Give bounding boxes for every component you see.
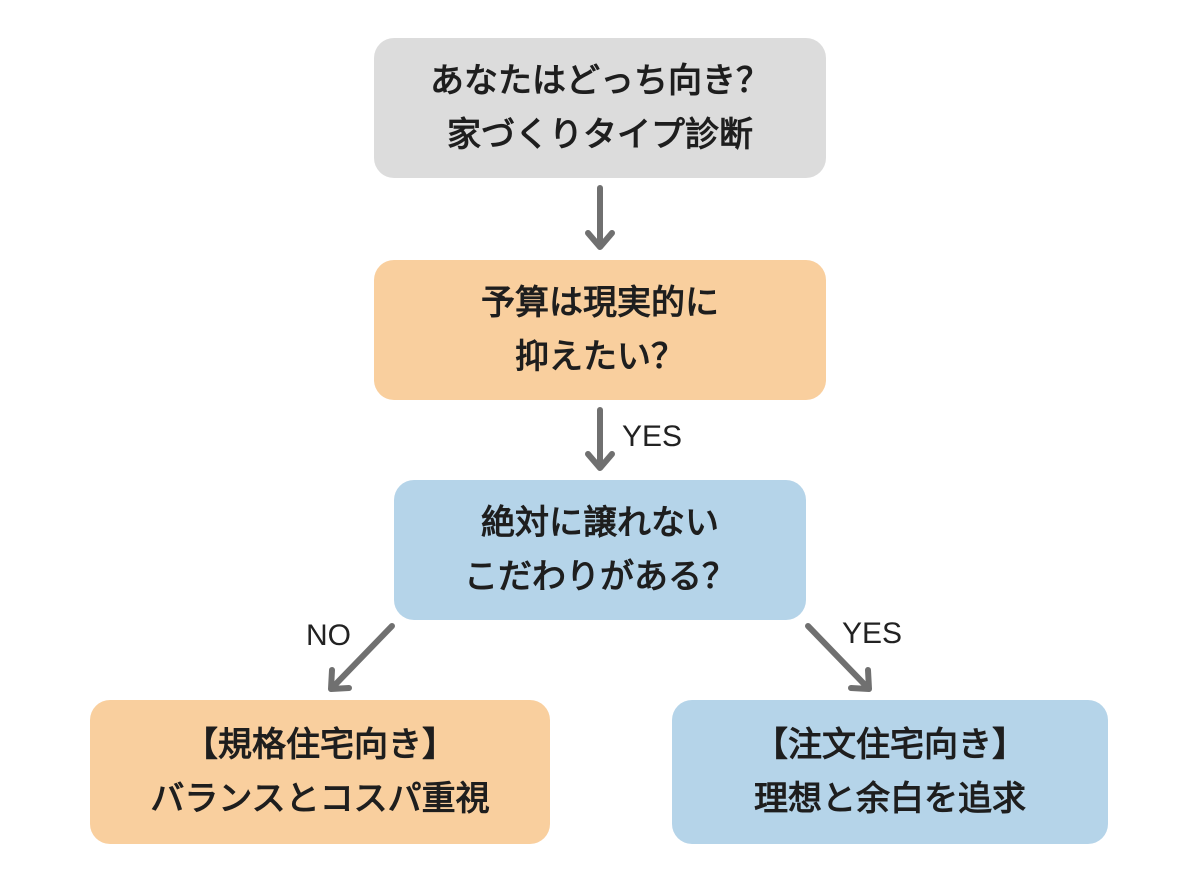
kodawari-question-node: 絶対に譲れない こだわりがある？: [394, 480, 806, 620]
chumon-result-line2: 理想と余白を追求: [754, 779, 1026, 819]
chumon-result-node: 【注文住宅向き】 理想と余白を追求: [672, 700, 1108, 844]
budget-question-line2: 抑えたい？: [515, 337, 685, 377]
title-node-line1: あなたはどっち向き？: [430, 61, 770, 101]
kikaku-result-node: 【規格住宅向き】 バランスとコスパ重視: [90, 700, 550, 844]
edge-label-yes-budget: YES: [622, 420, 683, 453]
title-node-line2: 家づくりタイプ診断: [447, 115, 753, 155]
kikaku-result-line2: バランスとコスパ重視: [150, 779, 490, 819]
chumon-result-line1: 【注文住宅向き】: [754, 725, 1026, 765]
arrow-title-to-budget: [585, 185, 615, 250]
budget-question-node: 予算は現実的に 抑えたい？: [374, 260, 826, 400]
title-node: あなたはどっち向き？ 家づくりタイプ診断: [374, 38, 826, 178]
kikaku-result-line1: 【規格住宅向き】: [184, 725, 456, 765]
budget-question-line1: 予算は現実的に: [481, 283, 719, 323]
arrow-budget-to-kodawari: [585, 407, 615, 471]
kodawari-question-line1: 絶対に譲れない: [481, 503, 719, 543]
edge-label-yes-kodawari: YES: [842, 617, 903, 650]
edge-label-no: NO: [306, 619, 351, 652]
kodawari-question-line2: こだわりがある？: [464, 557, 736, 597]
